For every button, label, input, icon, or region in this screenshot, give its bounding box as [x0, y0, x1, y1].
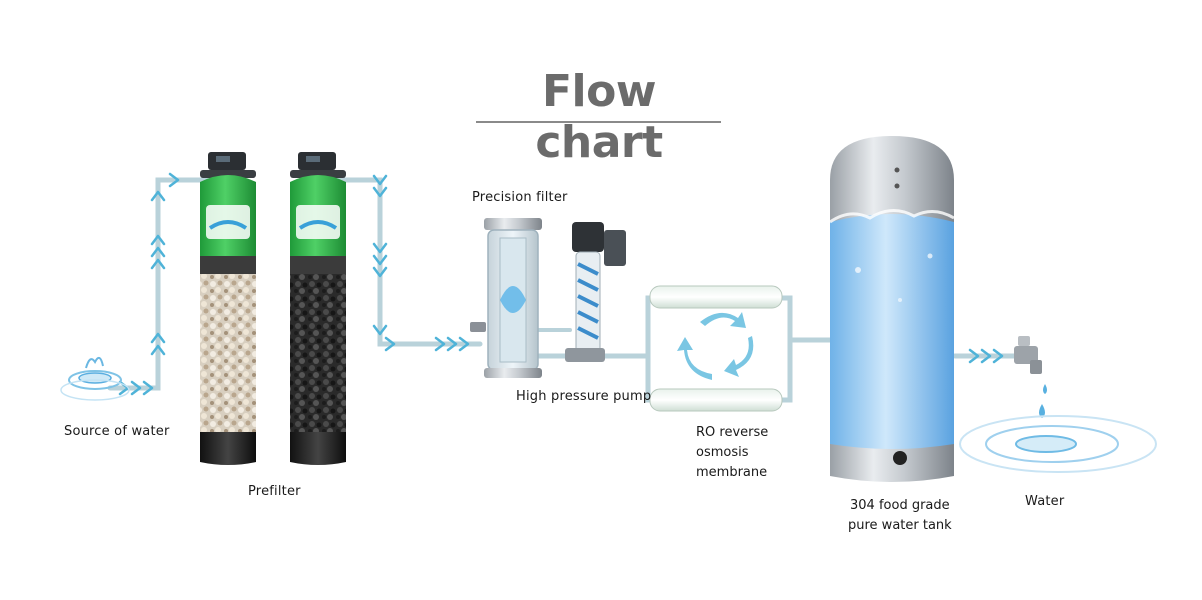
pure-water-tank — [829, 136, 955, 482]
title-underline — [476, 121, 721, 123]
flow-arrows — [118, 172, 1004, 396]
water-splash-icon — [959, 384, 1157, 473]
ro-membranes — [649, 285, 783, 412]
label-source-of-water: Source of water — [64, 424, 170, 439]
label-ro-line-3: membrane — [696, 465, 768, 480]
prefilter-tank-carbon — [290, 152, 346, 465]
label-tank-line-1: 304 food grade — [850, 498, 950, 513]
precision-filter — [470, 218, 542, 378]
label-precision-filter: Precision filter — [472, 190, 568, 205]
page-title: Flow chart — [535, 66, 663, 168]
label-water: Water — [1025, 494, 1065, 509]
ro-cycle-arrows — [677, 312, 754, 380]
faucet-icon — [1014, 336, 1042, 374]
label-ro-line-1: RO reverse — [696, 425, 769, 440]
label-high-pressure-pump: High pressure pump — [516, 389, 652, 404]
water-source-icon — [60, 356, 130, 401]
prefilter-tank-gravel — [200, 152, 256, 465]
high-pressure-pump — [565, 222, 626, 362]
label-pure-water-tank: 304 food grade pure water tank — [848, 496, 952, 536]
label-ro-line-2: osmosis — [696, 445, 749, 460]
label-ro-membrane: RO reverse osmosis membrane — [696, 423, 768, 483]
label-prefilter: Prefilter — [248, 484, 301, 499]
label-tank-line-2: pure water tank — [848, 518, 952, 533]
